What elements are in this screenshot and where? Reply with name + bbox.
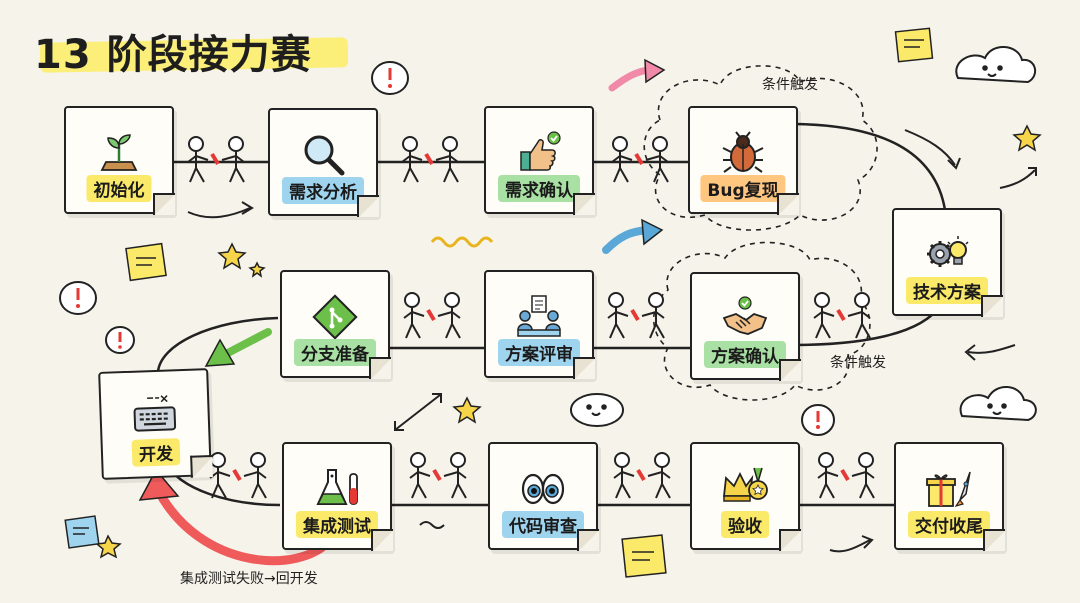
stage-label-tech-plan: 技术方案 [906,277,988,304]
condition-cloud-mid [653,241,871,401]
stage-label-init: 初始化 [86,175,152,202]
stage-label-acceptance: 验收 [721,511,769,538]
doodle-arrow-3 [967,344,1016,354]
squiggle-1 [430,236,494,248]
cloud-face-mid-right [959,386,1037,422]
page-fold [779,529,801,551]
stage-card-bug-repro[interactable]: Bug复现 [688,106,799,215]
stage-label-develop: 开发 [131,438,181,467]
eyes-icon [521,473,565,505]
exclaim-bubble-4 [801,404,835,436]
exclaim-bubble-1 [371,61,409,95]
crown-medal-icon [722,467,768,502]
stage-card-acceptance[interactable]: 验收 [690,442,801,551]
stage-card-plan-confirm[interactable]: 方案确认 [690,272,801,381]
page-fold [777,193,799,215]
page-title: 13 阶段接力赛 [34,32,312,78]
stage-card-req-confirm[interactable]: 需求确认 [484,106,595,215]
stage-card-code-review[interactable]: 代码审查 [488,442,599,551]
page-fold [369,357,391,379]
page-fold [779,359,801,381]
thumbs-up-icon [520,131,561,171]
page-fold [357,195,379,217]
stage-label-req-analysis: 需求分析 [282,177,364,204]
exclaim-bubble-2 [59,281,97,315]
doodle-arrow-2 [904,129,956,166]
meeting-icon [517,295,561,337]
stage-label-plan-review: 方案评审 [498,339,580,366]
flask-icon [316,469,358,505]
flow-line-to-tech [793,122,947,211]
runner-pairs [187,136,875,499]
doodle-arrow-double [394,394,441,431]
stage-label-req-confirm: 需求确认 [498,175,580,202]
blue-arrow [602,226,650,254]
condition-note-mid: 条件触发 [830,355,886,371]
bug-icon [722,131,764,173]
pink-arrow [608,66,652,92]
gift-rocket-icon [926,471,971,508]
green-arrow [218,328,272,360]
sticky-note-1 [894,27,934,63]
feedback-arrow [153,485,335,566]
page-fold [190,455,213,478]
stage-card-plan-review[interactable]: 方案评审 [484,270,595,379]
condition-cloud-top [643,65,878,231]
doodle-arrow-5 [829,539,871,553]
sticky-note-3 [64,515,100,549]
doodle-arrow-1 [187,207,251,219]
page-fold [573,193,595,215]
stage-card-integration-test[interactable]: 集成测试 [282,442,393,551]
stage-label-delivery: 交付收尾 [908,511,990,538]
stage-label-branch-prep: 分支准备 [294,339,376,366]
condition-note-top: 条件触发 [762,77,818,93]
page-fold [983,529,1005,551]
stage-card-branch-prep[interactable]: 分支准备 [280,270,391,379]
stage-card-init[interactable]: 初始化 [64,106,175,215]
stage-card-develop[interactable]: 开发 [98,368,213,480]
stage-label-code-review: 代码审查 [502,511,584,538]
doodle-arrow-4 [999,169,1036,189]
speech-bubble-smile [570,393,624,427]
sticky-note-4 [621,534,667,578]
page-fold [577,529,599,551]
gear-bulb-icon [927,236,969,267]
stage-label-plan-confirm: 方案确认 [704,341,786,368]
sticky-note-2 [125,242,167,282]
cloud-face-top-right [955,46,1037,84]
flow-line-to-dev [156,316,279,373]
page-fold [153,193,175,215]
handshake-icon [722,296,768,335]
seedling-icon [100,134,138,171]
keyboard-icon [133,395,177,432]
stage-card-tech-plan[interactable]: 技术方案 [892,208,1003,317]
stage-label-integration-test: 集成测试 [296,511,378,538]
page-fold [981,295,1003,317]
stage-card-req-analysis[interactable]: 需求分析 [268,108,379,217]
stage-label-bug-repro: Bug复现 [700,175,786,202]
page-fold [573,357,595,379]
git-icon [312,294,358,340]
page-fold [371,529,393,551]
exclaim-bubble-3 [105,326,135,354]
squiggle-2 [419,521,445,529]
star-doodles [95,124,1042,559]
stage-card-delivery[interactable]: 交付收尾 [894,442,1005,551]
feedback-note: 集成测试失败→回开发 [180,571,318,587]
magnifier-icon [304,135,345,176]
